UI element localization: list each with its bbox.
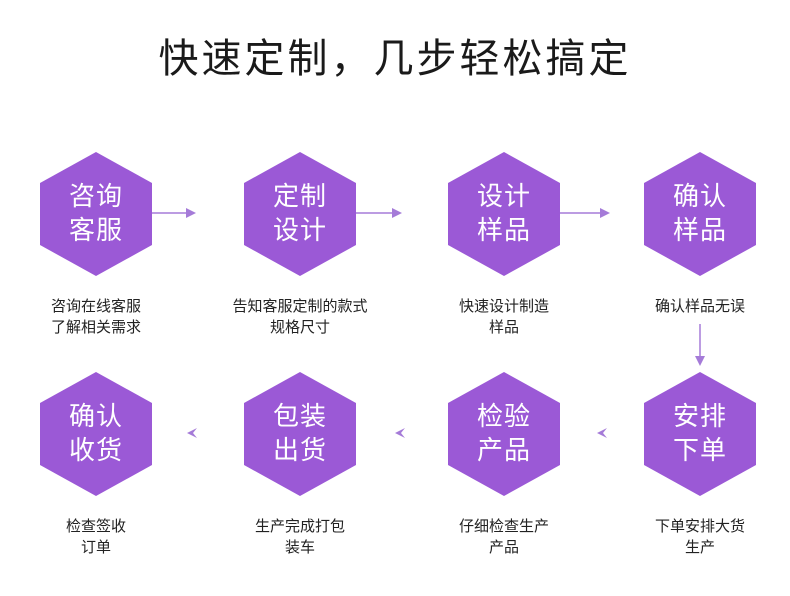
step-1-title-line2: 客服 xyxy=(68,216,123,246)
step-2-title-line1: 定制 xyxy=(272,182,327,212)
step-1-desc-line1: 咨询在线客服 xyxy=(50,297,141,315)
step-1-hexagon: 咨询 客服 xyxy=(40,152,152,276)
step-7-description: 生产完成打包 装车 xyxy=(205,516,395,558)
step-6-title-line2: 产品 xyxy=(476,436,531,466)
arrow-step5-to-step6 xyxy=(597,428,607,438)
step-7-title-line1: 包装 xyxy=(272,402,327,432)
step-4-description: 确认样品无误 xyxy=(605,296,790,317)
step-2-title-line2: 设计 xyxy=(272,216,327,246)
step-4-hexagon: 确认 样品 xyxy=(644,152,756,276)
step-8-title-line1: 确认 xyxy=(68,402,123,432)
step-8-desc-line1: 检查签收 xyxy=(65,517,126,535)
arrow-step1-to-step2 xyxy=(152,208,196,218)
step-3-title-line2: 样品 xyxy=(476,216,531,246)
arrow-step2-to-step3 xyxy=(356,208,402,218)
step-3-title-line1: 设计 xyxy=(476,182,531,212)
step-3-hexagon: 设计 样品 xyxy=(448,152,560,276)
step-5-desc-line1: 下单安排大货 xyxy=(654,517,745,535)
arrow-step4-to-step5 xyxy=(695,324,705,366)
step-6-description: 仔细检查生产 产品 xyxy=(409,516,599,558)
step-5-description: 下单安排大货 生产 xyxy=(605,516,790,558)
step-3-description: 快速设计制造 样品 xyxy=(409,296,599,338)
step-4-desc-line1: 确认样品无误 xyxy=(654,297,745,315)
step-3-desc-line1: 快速设计制造 xyxy=(458,297,549,315)
step-6-desc-line2: 产品 xyxy=(488,538,519,556)
arrow-step3-to-step4 xyxy=(560,208,610,218)
step-8-description: 检查签收 订单 xyxy=(1,516,191,558)
arrow-step7-to-step8 xyxy=(187,428,197,438)
step-2-desc-line2: 规格尺寸 xyxy=(269,318,330,336)
step-1-desc-line2: 了解相关需求 xyxy=(50,318,141,336)
step-1-description: 咨询在线客服 了解相关需求 xyxy=(1,296,191,338)
step-7-desc-line1: 生产完成打包 xyxy=(254,517,345,535)
step-3-desc-line2: 样品 xyxy=(488,318,519,336)
step-7-desc-line2: 装车 xyxy=(284,538,315,556)
step-7-title-line2: 出货 xyxy=(272,436,327,466)
page-title: 快速定制，几步轻松搞定 xyxy=(158,36,632,82)
step-2-hexagon: 定制 设计 xyxy=(244,152,356,276)
step-5-hexagon: 安排 下单 xyxy=(644,372,756,496)
step-5-title-line1: 安排 xyxy=(672,402,727,432)
step-6-title-line1: 检验 xyxy=(476,402,531,432)
step-4-title-line2: 样品 xyxy=(672,216,727,246)
step-2-description: 告知客服定制的款式 规格尺寸 xyxy=(205,296,395,338)
step-8-title-line2: 收货 xyxy=(68,436,123,466)
step-5-desc-line2: 生产 xyxy=(684,538,715,556)
arrow-step6-to-step7 xyxy=(395,428,405,438)
step-4-title-line1: 确认 xyxy=(672,182,727,212)
step-8-desc-line2: 订单 xyxy=(80,538,111,556)
step-5-title-line2: 下单 xyxy=(672,436,727,466)
step-6-desc-line1: 仔细检查生产 xyxy=(458,517,549,535)
step-1-title-line1: 咨询 xyxy=(68,182,123,212)
step-2-desc-line1: 告知客服定制的款式 xyxy=(232,297,368,315)
